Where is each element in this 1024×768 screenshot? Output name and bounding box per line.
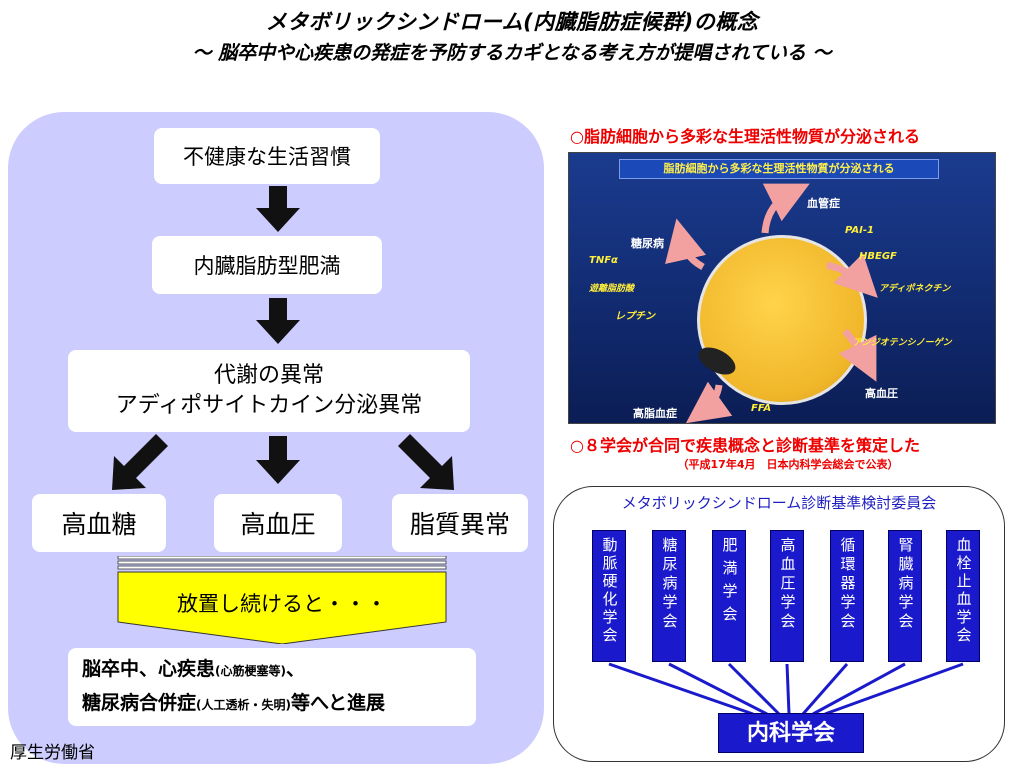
- label-ffa-jp: 遊離脂肪酸: [589, 284, 635, 294]
- society-nephrology: 腎臓病学会: [888, 530, 922, 662]
- society-label: 動脈硬化学会: [600, 537, 619, 645]
- down-arrow-icon: [256, 436, 300, 484]
- label-angiotensinogen: アンジオテンシノーゲン: [853, 338, 952, 348]
- society-label: 肥満学会: [720, 537, 739, 629]
- label-vascular: 血管症: [807, 197, 840, 210]
- society-connector-lines: [608, 662, 964, 716]
- result-hyperglycemia-label: 高血糖: [61, 510, 137, 539]
- outcome-line1: 脳卒中、心疾患: [82, 658, 216, 680]
- down-right-arrow-icon: [398, 434, 454, 490]
- source-label: 厚生労働省: [10, 743, 95, 763]
- down-left-arrow-icon: [112, 434, 168, 490]
- adipocyte-banner: 脂肪細胞から多彩な生理活性物質が分泌される: [619, 159, 939, 179]
- label-hyperlipidemia: 高脂血症: [633, 407, 677, 420]
- society-cardiology: 循環器学会: [830, 530, 864, 662]
- label-diabetes: 糖尿病: [631, 237, 664, 250]
- society-diabetes: 糖尿病学会: [652, 530, 686, 662]
- society-obesity: 肥満学会: [712, 530, 746, 662]
- society-label: 腎臓病学会: [896, 537, 915, 632]
- warning-banner-text: 放置し続けると・・・: [177, 592, 387, 616]
- adipocyte-figure: 脂肪細胞から多彩な生理活性物質が分泌される 血管症 糖尿病 PAI-1 TNFα…: [568, 152, 996, 424]
- label-pai1: PAI-1: [845, 225, 874, 236]
- society-label: 循環器学会: [838, 537, 857, 632]
- down-arrow-icon: [256, 298, 300, 344]
- flow-box-metabolic-line2: アディポサイトカイン分泌異常: [115, 393, 423, 418]
- society-hypertension: 高血圧学会: [770, 530, 804, 662]
- result-hypertension: 高血圧: [214, 494, 342, 552]
- society-label: 血栓止血学会: [954, 537, 973, 645]
- committee-note: （平成17年4月 日本内科学会総会で公表）: [677, 458, 899, 471]
- committee-heading: ○８学会が合同で疾患概念と診断基準を策定した: [570, 436, 920, 455]
- result-hypertension-label: 高血圧: [240, 510, 316, 539]
- result-dyslipidemia-label: 脂質異常: [409, 510, 510, 539]
- adipocyte-heading: ○脂肪細胞から多彩な生理活性物質が分泌される: [570, 127, 920, 146]
- internal-medicine-society: 内科学会: [718, 713, 864, 753]
- society-label: 高血圧学会: [778, 537, 797, 632]
- flow-box-lifestyle-label: 不健康な生活習慣: [183, 145, 351, 169]
- warning-arrow-shape: [117, 556, 447, 644]
- flow-box-outcome: 脳卒中、心疾患(心筋梗塞等)、 糖尿病合併症(人工透析・失明)等へと進展: [68, 648, 476, 726]
- secretion-arrows: [665, 183, 878, 423]
- label-hbegf: HBEGF: [859, 251, 897, 262]
- flow-box-visceral-obesity: 内臓脂肪型肥満: [152, 236, 382, 294]
- society-label: 糖尿病学会: [660, 537, 679, 632]
- outcome-line1-note: (心筋梗塞等): [215, 664, 286, 678]
- down-arrow-icon: [256, 186, 300, 232]
- label-leptin: レプチン: [615, 311, 655, 322]
- society-thrombosis: 血栓止血学会: [946, 530, 980, 662]
- outcome-line1-end: 、: [286, 658, 306, 680]
- flow-box-metabolic-line1: 代謝の異常: [213, 363, 324, 388]
- flow-box-lifestyle: 不健康な生活習慣: [154, 128, 380, 184]
- result-hyperglycemia: 高血糖: [32, 494, 166, 552]
- society-atherosclerosis: 動脈硬化学会: [592, 530, 626, 662]
- label-adiponectin: アディポネクチン: [879, 284, 951, 294]
- committee-title: メタボリックシンドローム診断基準検討委員会: [621, 494, 937, 512]
- page-title: メタボリックシンドローム(内臓脂肪症候群)の概念: [265, 10, 759, 34]
- label-hypertension: 高血圧: [865, 387, 898, 400]
- outcome-line2-end: 等へと進展: [291, 692, 386, 714]
- page-subtitle: ～ 脳卒中や心疾患の発症を予防するカギとなる考え方が提唱されている ～: [192, 42, 832, 64]
- flow-box-visceral-obesity-label: 内臓脂肪型肥満: [193, 254, 341, 278]
- flow-box-metabolic-abnormality: 代謝の異常 アディポサイトカイン分泌異常: [68, 350, 470, 432]
- result-dyslipidemia: 脂質異常: [392, 494, 528, 552]
- label-ffa: FFA: [751, 403, 772, 414]
- label-tnf: TNFα: [589, 255, 618, 266]
- outcome-line2: 糖尿病合併症: [82, 692, 197, 714]
- fat-cell-shape: [694, 235, 867, 405]
- outcome-line2-note: (人工透析・失明): [196, 698, 291, 712]
